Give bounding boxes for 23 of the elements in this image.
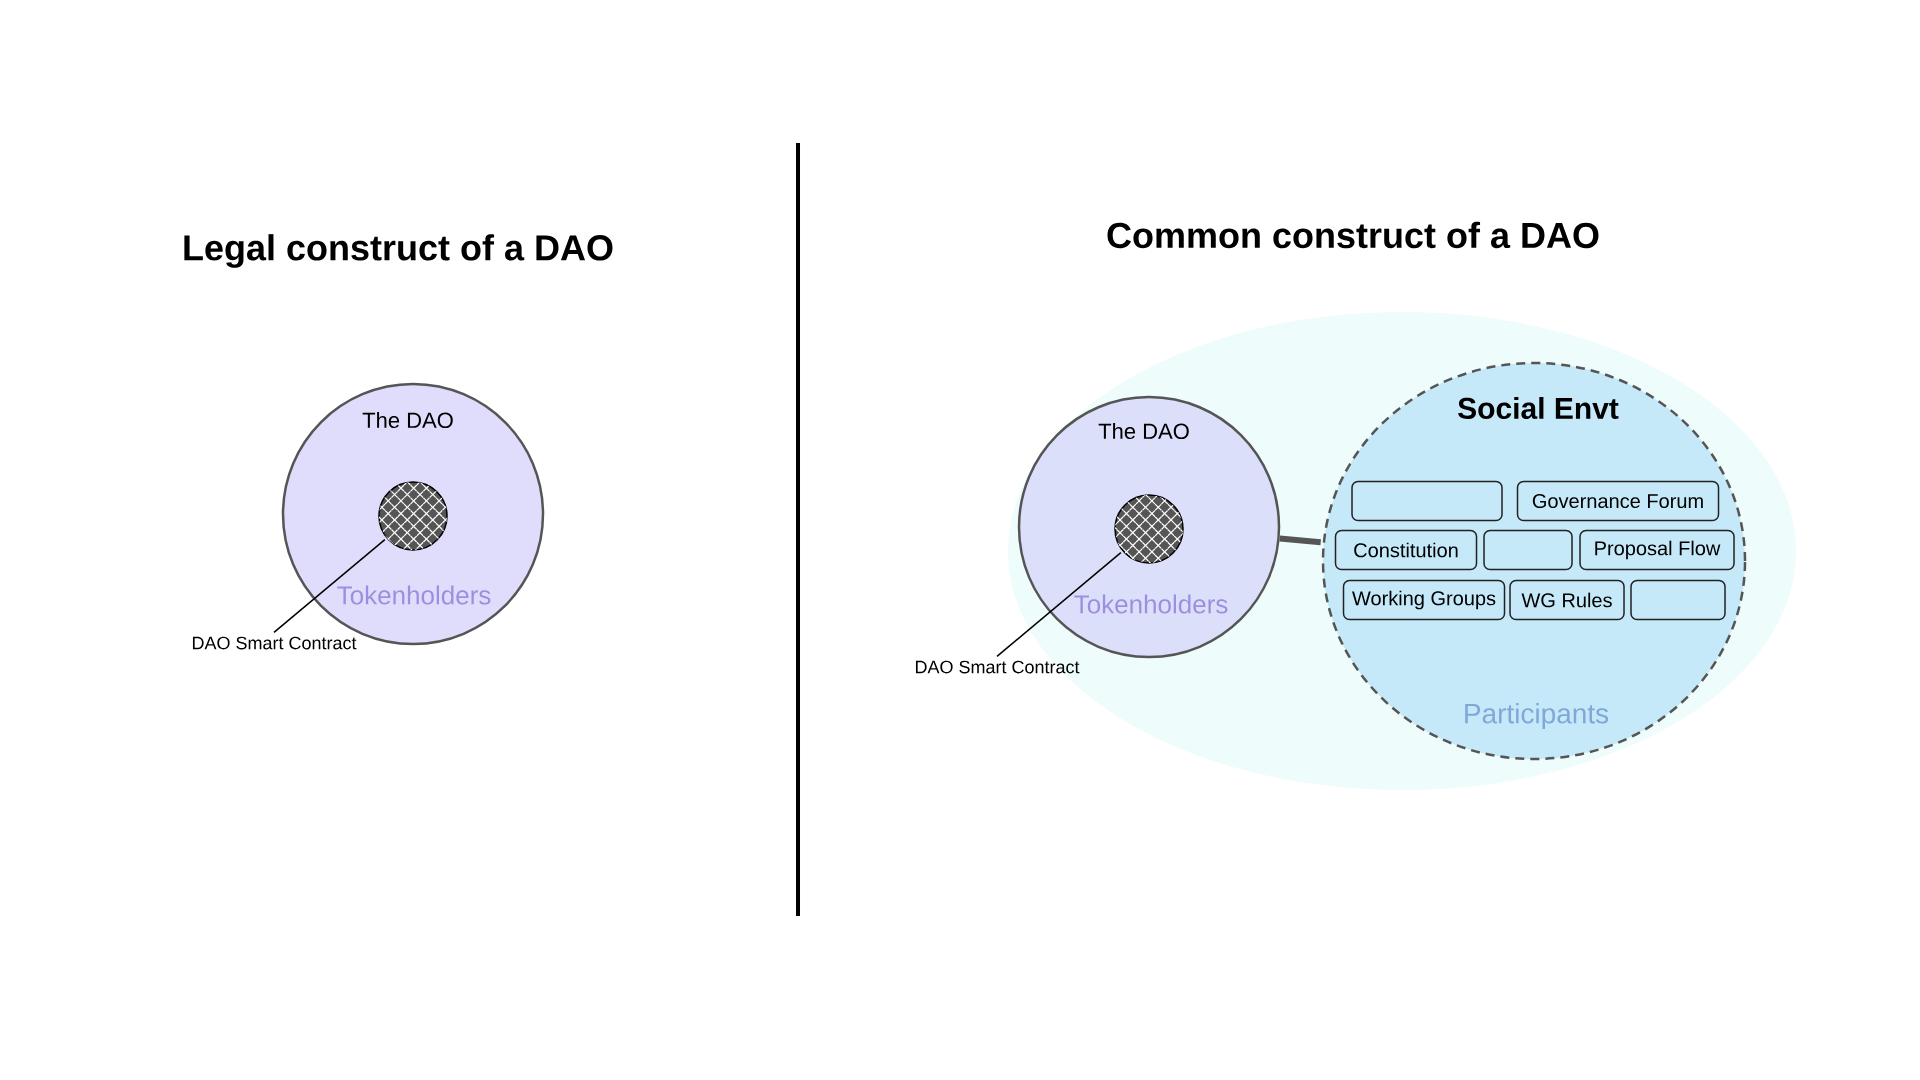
hatched-circle [378,481,448,551]
region-subtitle: Participants [1465,702,1609,730]
circle-subtitle: Tokenholders [337,585,491,605]
rounded-box [1351,480,1503,522]
heading: Common construct of a DAO [1107,221,1599,249]
leader-line [273,538,386,634]
rounded-box: Working Groups [1342,579,1506,621]
connector-line [1279,535,1321,546]
hatched-circle [1114,494,1184,564]
leader-line [996,551,1122,658]
circle-title: The DAO [1098,422,1189,440]
circle-title: The DAO [362,411,453,429]
annotation-text: DAO Smart Contract [915,660,1080,674]
region-title: Social Envt [1458,397,1619,420]
rounded-box [1630,579,1726,621]
rounded-box: Constitution [1334,529,1478,571]
rounded-box: Proposal Flow [1579,529,1735,571]
rounded-box [1483,529,1573,571]
rounded-box: WG Rules [1509,579,1625,621]
circle-subtitle: Tokenholders [1074,594,1228,614]
annotation-text: DAO Smart Contract [192,636,357,650]
heading: Legal construct of a DAO [184,234,613,268]
rounded-box: Governance Forum [1516,480,1720,522]
